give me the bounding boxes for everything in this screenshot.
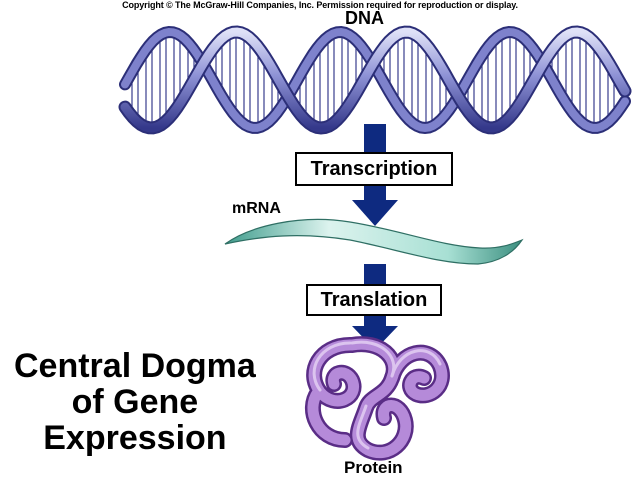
- mrna-ribbon: [224, 218, 524, 265]
- transcription-label: Transcription: [295, 152, 453, 186]
- translation-label: Translation: [306, 284, 442, 316]
- copyright-notice: Copyright © The McGraw-Hill Companies, I…: [122, 0, 518, 10]
- base-pair-rung: [327, 33, 335, 126]
- protein-label: Protein: [344, 458, 403, 477]
- title-line-2: of Gene: [71, 383, 199, 421]
- base-pair-rung: [243, 35, 251, 127]
- dna-helix: [118, 25, 632, 135]
- base-pair-rungs: [131, 31, 615, 129]
- title-line-1: Central Dogma: [14, 347, 256, 385]
- diagram-title: Central Dogma of Gene Expression: [14, 348, 256, 456]
- dna-label: DNA: [345, 8, 384, 28]
- base-pair-rung: [579, 32, 587, 125]
- mrna-label: mRNA: [232, 200, 281, 217]
- protein-structure: [305, 336, 450, 461]
- dna-strand-front-face: [120, 27, 630, 133]
- base-pair-rung: [495, 35, 503, 127]
- base-pair-rung: [159, 32, 167, 125]
- base-pair-rung: [411, 33, 419, 126]
- title-line-3: Expression: [43, 419, 227, 457]
